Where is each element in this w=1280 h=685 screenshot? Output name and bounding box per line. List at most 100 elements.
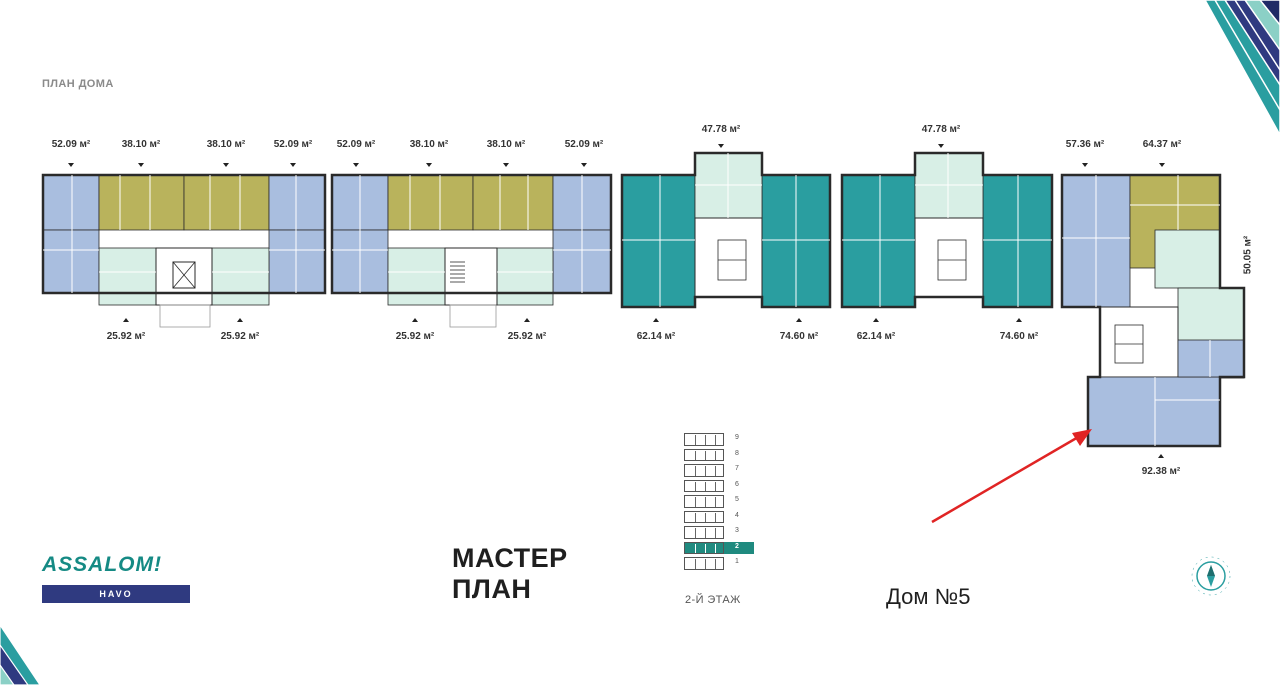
area-label-top: 38.10 м² (121, 139, 161, 150)
stairs-icon (450, 261, 465, 283)
floor-thumbnail (684, 526, 724, 539)
area-marker (581, 163, 587, 167)
floor-row-2[interactable]: 2 (684, 541, 754, 556)
apartment-25-92-b[interactable] (211, 247, 270, 306)
area-marker (138, 163, 144, 167)
apartment-52-09-a[interactable] (42, 174, 100, 231)
area-marker (873, 318, 879, 322)
compass-icon (1191, 556, 1231, 596)
area-marker (123, 318, 129, 322)
title-line-2: ПЛАН (452, 574, 532, 604)
floor-number: 5 (735, 496, 739, 503)
area-marker (426, 163, 432, 167)
area-marker (718, 144, 724, 148)
area-label-top: 47.78 м² (701, 124, 741, 135)
apartment-38-10-d[interactable] (472, 174, 554, 231)
area-label-bottom: 74.60 м² (779, 331, 819, 342)
master-plan-title: МАСТЕР ПЛАН (452, 543, 568, 605)
area-marker (1158, 454, 1164, 458)
area-marker (653, 318, 659, 322)
area-marker (1016, 318, 1022, 322)
area-marker (524, 318, 530, 322)
area-label-bottom: 74.60 м² (999, 331, 1039, 342)
floor-thumbnail (684, 448, 724, 461)
floor-thumbnail (684, 479, 724, 492)
floor-number: 6 (735, 480, 739, 488)
stair-hall-3 (694, 217, 763, 298)
area-label-top: 38.10 м² (206, 139, 246, 150)
area-label-bottom: 92.38 м² (1141, 466, 1181, 477)
apartment-52-09-b[interactable] (268, 174, 326, 231)
section-label: ПЛАН ДОМА (42, 78, 114, 90)
apartment-25-92-c[interactable] (387, 247, 446, 306)
area-marker (353, 163, 359, 167)
red-arrow-icon (931, 429, 1092, 524)
apartment-62-14-a[interactable] (621, 174, 696, 308)
area-label-top: 64.37 м² (1142, 139, 1182, 150)
area-label-bottom: 62.14 м² (636, 331, 676, 342)
floor-number: 1 (735, 558, 739, 565)
stair-hall-2 (444, 247, 498, 306)
floor-thumbnail (684, 433, 724, 446)
area-marker (237, 318, 243, 322)
apartment-25-92-d[interactable] (496, 247, 554, 306)
apartment-38-10-c[interactable] (387, 174, 474, 231)
area-label-side: 50.05 м² (1242, 235, 1254, 275)
apartment-38-10-b[interactable] (183, 174, 270, 231)
corner-pattern-bottom-left (0, 623, 40, 685)
floor-thumbnail (684, 557, 724, 570)
title-line-1: МАСТЕР (452, 543, 568, 573)
area-marker (503, 163, 509, 167)
floor-row-3[interactable]: 3 (684, 526, 754, 540)
stairs-icon (172, 261, 196, 289)
area-marker (290, 163, 296, 167)
floor-number: 9 (735, 434, 739, 441)
apartment-50-05[interactable] (1154, 229, 1221, 289)
area-label-top: 52.09 м² (336, 139, 376, 150)
stair-hall-5 (1099, 306, 1179, 378)
floor-number: 7 (735, 465, 739, 472)
floor-number: 4 (735, 511, 739, 519)
area-label-bottom: 62.14 м² (856, 331, 896, 342)
floor-row-1[interactable]: 1 (684, 557, 754, 571)
apartment-25-92-a[interactable] (98, 247, 157, 306)
area-label-bottom: 25.92 м² (507, 331, 547, 342)
floor-thumbnail (684, 464, 724, 477)
floor-row-6[interactable]: 6 (684, 479, 754, 494)
floor-number: 2 (735, 542, 739, 550)
apartment-62-14-b[interactable] (841, 174, 916, 308)
floor-row-9[interactable]: 9 (684, 433, 754, 447)
logo-subtitle: HAVO (42, 585, 190, 603)
stair-hall-4 (914, 217, 984, 298)
logo-text: ASSALOM! (42, 553, 162, 576)
area-label-top: 52.09 м² (51, 139, 91, 150)
floor-number: 3 (735, 527, 739, 534)
apartment-52-09-b-lower[interactable] (268, 229, 326, 294)
apartment-92-38-upper[interactable] (1177, 339, 1245, 378)
area-label-bottom: 25.92 м² (106, 331, 146, 342)
floor-row-5[interactable]: 5 (684, 495, 754, 509)
area-label-top: 47.78 м² (921, 124, 961, 135)
area-label-top: 52.09 м² (564, 139, 604, 150)
section-5 (1060, 173, 1246, 448)
area-marker (1082, 163, 1088, 167)
corner-pattern-top-right (1204, 0, 1280, 137)
section-4 (840, 151, 1054, 309)
floor-number: 8 (735, 449, 739, 457)
floor-caption: 2-Й ЭТАЖ (685, 594, 741, 606)
floor-row-8[interactable]: 8 (684, 448, 754, 463)
area-label-top: 52.09 м² (273, 139, 313, 150)
apartment-92-38[interactable] (1087, 376, 1221, 447)
house-label: Дом №5 (886, 584, 971, 609)
area-label-bottom: 25.92 м² (220, 331, 260, 342)
apartment-52-09-a-lower[interactable] (42, 229, 100, 294)
stair-hall (155, 247, 213, 306)
floor-row-7[interactable]: 7 (684, 464, 754, 478)
area-label-bottom: 25.92 м² (395, 331, 435, 342)
floor-row-4[interactable]: 4 (684, 510, 754, 525)
apartment-38-10-a[interactable] (98, 174, 185, 231)
section-2 (330, 173, 613, 328)
floor-thumbnail (684, 495, 724, 508)
area-label-top: 57.36 м² (1065, 139, 1105, 150)
